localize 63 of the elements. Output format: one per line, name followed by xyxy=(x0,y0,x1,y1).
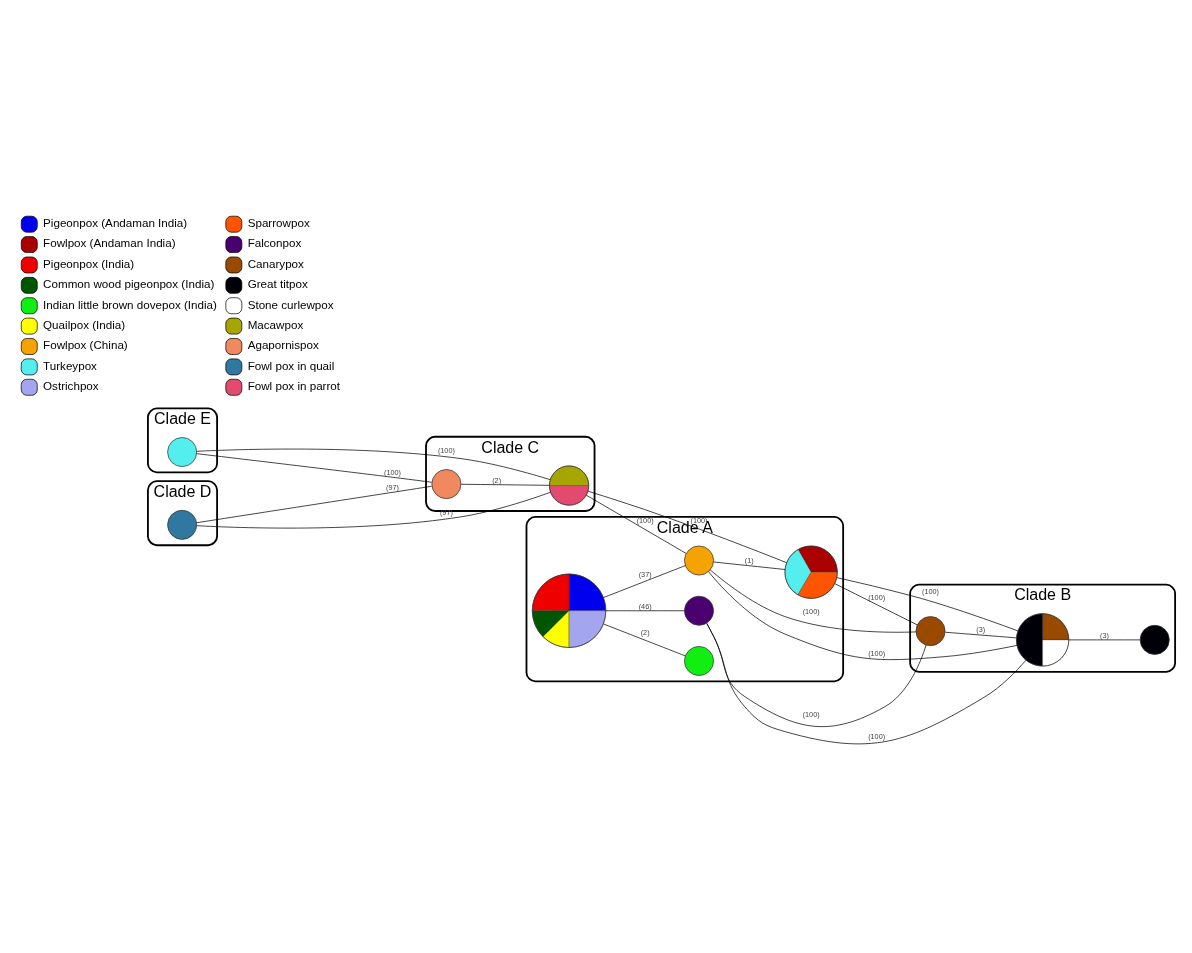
legend-label: Fowlpox (China) xyxy=(43,338,128,352)
legend-label: Pigeonpox (Andaman India) xyxy=(43,215,188,229)
connector xyxy=(1068,639,1141,641)
connector xyxy=(605,610,685,612)
legend-label: Great titpox xyxy=(247,277,308,291)
legend-label: Common wood pigeonpox (India) xyxy=(43,277,215,291)
legend-label: Ostrichpox xyxy=(43,379,99,393)
node-circle xyxy=(1139,624,1170,655)
connector xyxy=(196,485,433,524)
edge-label: (100) xyxy=(636,516,654,526)
connector xyxy=(196,453,433,483)
connector xyxy=(713,561,786,570)
connector xyxy=(944,631,1017,639)
connector xyxy=(708,571,1018,660)
connector xyxy=(834,583,918,626)
connector xyxy=(587,490,787,564)
edge-label: (100) xyxy=(384,467,402,477)
node-circle xyxy=(684,545,714,576)
legend-label: Pigeonpox (India) xyxy=(43,256,135,270)
connector xyxy=(706,623,1027,745)
legend-label: Stone curlewpox xyxy=(247,297,334,311)
connector xyxy=(836,577,1019,632)
legend-label: Falconpox xyxy=(247,236,302,250)
edge-label: (100) xyxy=(437,445,455,455)
legend-label: Macawpox xyxy=(247,317,304,331)
connector xyxy=(460,483,550,486)
legend-label: Agapornispox xyxy=(247,338,319,352)
node-circle xyxy=(684,646,714,676)
edge-label: (100) xyxy=(868,592,886,602)
connector xyxy=(196,491,551,529)
legend-label: Canarypox xyxy=(247,256,304,270)
edge-label: (100) xyxy=(868,648,886,658)
node-circle xyxy=(684,595,714,626)
legend-label: Fowl pox in parrot xyxy=(247,379,341,393)
legend-label: Fowl pox in quail xyxy=(247,358,335,372)
edge-label: (100) xyxy=(922,587,939,597)
legend-label: Turkeypox xyxy=(43,358,97,372)
legend-label: Indian little brown dovepox (India) xyxy=(43,297,217,311)
connector xyxy=(603,623,686,657)
edge-label: (46) xyxy=(638,601,652,611)
connector xyxy=(710,569,917,633)
node-circle xyxy=(167,437,198,467)
cluster: Clade E xyxy=(147,407,218,474)
edge-label: (2) xyxy=(492,475,502,485)
edge-label: (1) xyxy=(744,556,754,566)
edge-label: (100) xyxy=(868,731,886,741)
edge-label: (97) xyxy=(386,482,399,492)
node-circle xyxy=(167,509,198,540)
connector xyxy=(603,565,686,598)
legend-label: Quailpox (India) xyxy=(43,317,126,331)
connector xyxy=(196,448,551,481)
edge-label: (100) xyxy=(802,607,820,617)
legend-label: Fowlpox (Andaman India) xyxy=(43,236,176,250)
node-circle xyxy=(915,616,946,647)
legend-label: Sparrowpox xyxy=(247,215,310,229)
connector xyxy=(585,494,687,554)
edge-label: (37) xyxy=(638,569,652,579)
edge-label: (100) xyxy=(802,710,820,720)
edge-label: (2) xyxy=(640,627,650,637)
cluster: Clade D xyxy=(147,480,218,547)
node-circle xyxy=(431,469,462,499)
edge-label: (3) xyxy=(1100,630,1109,640)
edge-label: (3) xyxy=(976,624,986,634)
